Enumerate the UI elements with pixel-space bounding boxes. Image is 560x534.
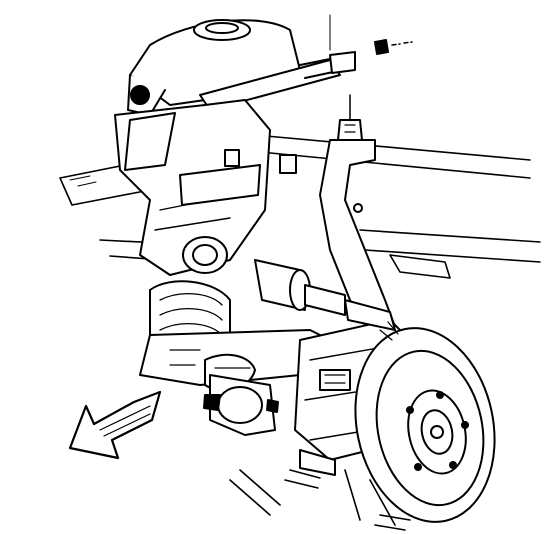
upper-bolt [330,15,412,73]
shock-bracket [115,100,296,275]
lower-links [230,470,410,530]
lower-mount [204,375,278,435]
steering-knuckle [320,95,400,350]
direction-arrow-icon [70,392,160,458]
brake-rotor [338,315,512,534]
upper-control-arm [128,20,352,115]
